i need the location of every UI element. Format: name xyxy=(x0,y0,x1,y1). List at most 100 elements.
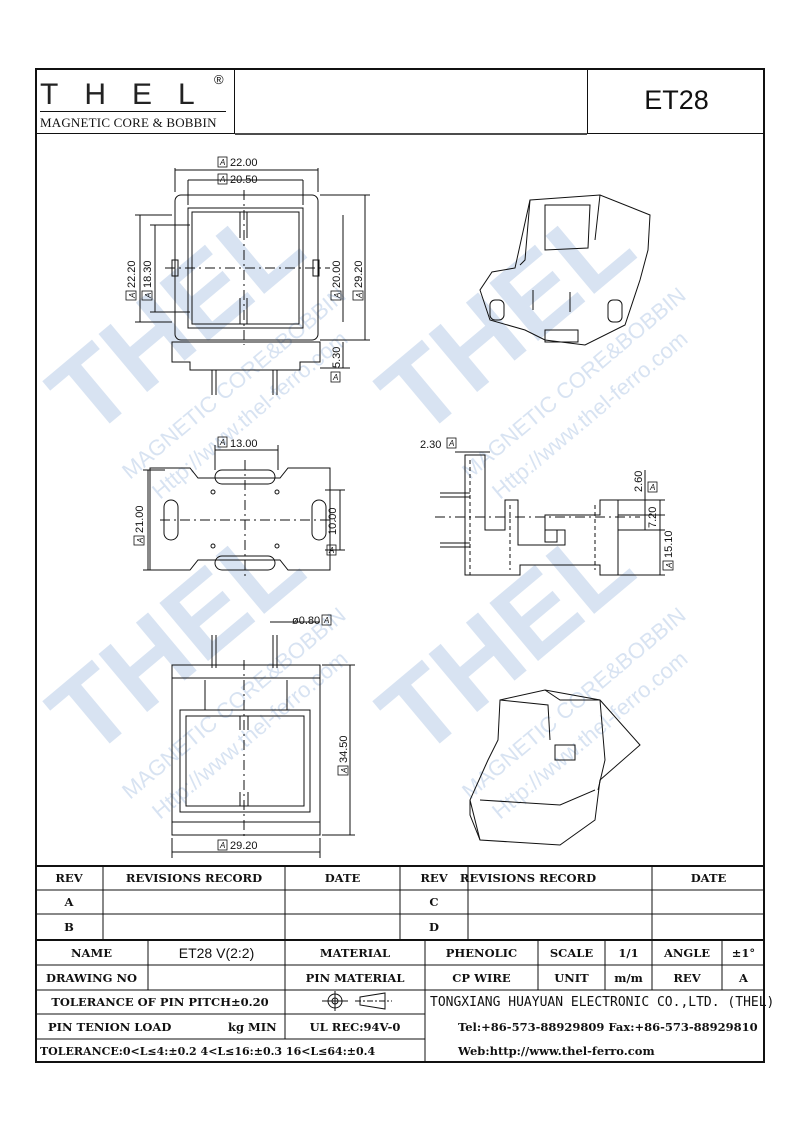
material-label: MATERIAL xyxy=(319,945,391,960)
dim-side-flange: 2.30 A xyxy=(420,437,457,451)
watermark-word-2: THEL xyxy=(356,180,655,459)
pin-material-label: PIN MATERIAL xyxy=(305,970,405,985)
svg-text:A: A xyxy=(333,293,342,299)
svg-text:18.30: 18.30 xyxy=(142,260,154,288)
rev-header-left: REV xyxy=(55,871,83,885)
dim-side-1: 2.60 xyxy=(633,471,645,492)
material-value: PHENOLIC xyxy=(445,945,518,960)
dim-bottom-inner: 10.00 xyxy=(327,507,339,535)
record-header-right: REVISIONS RECORD xyxy=(459,871,597,885)
rev-label: REV xyxy=(673,970,701,985)
svg-text:ø0.80: ø0.80 xyxy=(292,615,320,627)
logo-subtitle: MAGNETIC CORE & BOBBIN xyxy=(40,115,217,130)
svg-text:2.30: 2.30 xyxy=(420,439,441,451)
svg-text:A: A xyxy=(219,841,225,850)
record-header-left: REVISIONS RECORD xyxy=(125,871,263,885)
contact-phone-fax: Tel:+86-573-88929809 Fax:+86-573-8892981… xyxy=(458,1019,758,1034)
scale-value: 1/1 xyxy=(618,945,639,960)
svg-text:22.20: 22.20 xyxy=(126,260,138,288)
svg-text:A: A xyxy=(328,546,334,555)
general-tolerance: TOLERANCE:0<L≤4:±0.2 4<L≤16:±0.3 16<L≤64… xyxy=(40,1044,376,1058)
svg-text:20.00: 20.00 xyxy=(331,260,343,288)
dim-bottom-width: A 13.00 xyxy=(217,436,258,450)
dim-side-3: A 15.10 xyxy=(662,530,675,571)
dim-pin-length-datum: A xyxy=(330,371,341,383)
rev-row-d: D xyxy=(429,920,439,934)
website: Web:http://www.thel-ferro.com xyxy=(458,1044,655,1058)
dim-top-right-outer: A 29.20 xyxy=(352,260,365,301)
rev-row-a: A xyxy=(64,895,74,909)
dim-side-2: 7.20 xyxy=(647,507,659,528)
dim-front-width: A 29.20 xyxy=(217,839,258,852)
scale-label: SCALE xyxy=(549,945,594,960)
svg-text:29.20: 29.20 xyxy=(230,840,258,852)
logo-wordmark: THEL xyxy=(40,78,221,111)
top-view xyxy=(135,168,370,395)
svg-text:22.00: 22.00 xyxy=(230,157,258,169)
part-number: ET28 xyxy=(587,68,765,134)
pin-tension-unit: kg MIN xyxy=(228,1019,277,1034)
pin-tension-label: PIN TENION LOAD xyxy=(48,1019,172,1034)
pin-material-value: CP WIRE xyxy=(452,970,511,985)
side-view xyxy=(435,451,665,576)
iso-view-bottom xyxy=(469,689,641,846)
svg-text:5.30: 5.30 xyxy=(331,347,343,368)
iso-view-top xyxy=(479,194,651,346)
svg-text:2.60: 2.60 xyxy=(633,471,645,492)
dim-top-height-inner: A 18.30 xyxy=(141,260,154,301)
date-header-right: DATE xyxy=(690,871,727,885)
svg-text:7.20: 7.20 xyxy=(647,507,659,528)
logo-block xyxy=(35,68,235,134)
unit-value: m/m xyxy=(614,970,643,985)
svg-text:A: A xyxy=(219,158,225,167)
bottom-view xyxy=(143,445,345,578)
rev-header-right: REV xyxy=(420,871,448,885)
dim-top-right-inner: A 20.00 xyxy=(330,260,343,301)
svg-text:29.20: 29.20 xyxy=(353,260,365,288)
dim-bottom-inner-datum: A xyxy=(326,544,337,556)
dim-top-width-inner: A 20.50 xyxy=(217,173,258,186)
watermark-word-4: THEL xyxy=(356,500,655,779)
svg-text:A: A xyxy=(332,373,338,382)
svg-text:A: A xyxy=(219,438,225,447)
angle-value: ±1° xyxy=(731,945,756,960)
svg-text:A: A xyxy=(323,616,329,625)
dim-top-width-outer: A 22.00 xyxy=(217,156,258,169)
dim-bottom-height: A 21.00 xyxy=(133,505,146,546)
svg-text:A: A xyxy=(144,293,153,299)
svg-text:A: A xyxy=(219,175,225,184)
pin-pitch-tolerance: TOLERANCE OF PIN PITCH±0.20 xyxy=(51,995,269,1009)
svg-text:A: A xyxy=(448,439,454,448)
svg-text:A: A xyxy=(128,293,137,299)
svg-text:21.00: 21.00 xyxy=(134,505,146,533)
name-value: ET28 V(2:2) xyxy=(178,944,255,961)
dim-front-height: A 34.50 xyxy=(337,735,350,776)
svg-text:A: A xyxy=(340,768,349,774)
svg-text:A: A xyxy=(355,293,364,299)
dim-top-height-outer: A 22.20 xyxy=(125,260,138,301)
company-name: TONGXIANG HUAYUAN ELECTRONIC CO.,LTD. (T… xyxy=(430,994,775,1010)
dim-side-1-datum: A xyxy=(647,481,658,493)
rev-value: A xyxy=(739,970,748,985)
rev-row-b: B xyxy=(64,920,74,934)
front-view xyxy=(171,621,355,858)
svg-text:A: A xyxy=(649,483,655,492)
svg-text:20.50: 20.50 xyxy=(230,174,258,186)
rev-row-c: C xyxy=(429,895,439,909)
projection-symbol xyxy=(322,991,392,1011)
unit-label: UNIT xyxy=(554,970,589,985)
svg-text:A: A xyxy=(665,563,674,569)
svg-text:A: A xyxy=(136,538,145,544)
logo-divider xyxy=(40,111,226,112)
svg-text:10.00: 10.00 xyxy=(327,507,339,535)
svg-text:13.00: 13.00 xyxy=(230,438,258,450)
ul-rating: UL REC:94V-0 xyxy=(309,1019,401,1034)
title-block-grid xyxy=(35,865,765,1063)
dim-pin-diameter: ø0.80 A xyxy=(292,614,332,627)
angle-label: ANGLE xyxy=(663,945,711,960)
sheet-border xyxy=(35,68,765,1063)
registered-mark: ® xyxy=(214,72,224,87)
svg-text:15.10: 15.10 xyxy=(663,530,675,558)
